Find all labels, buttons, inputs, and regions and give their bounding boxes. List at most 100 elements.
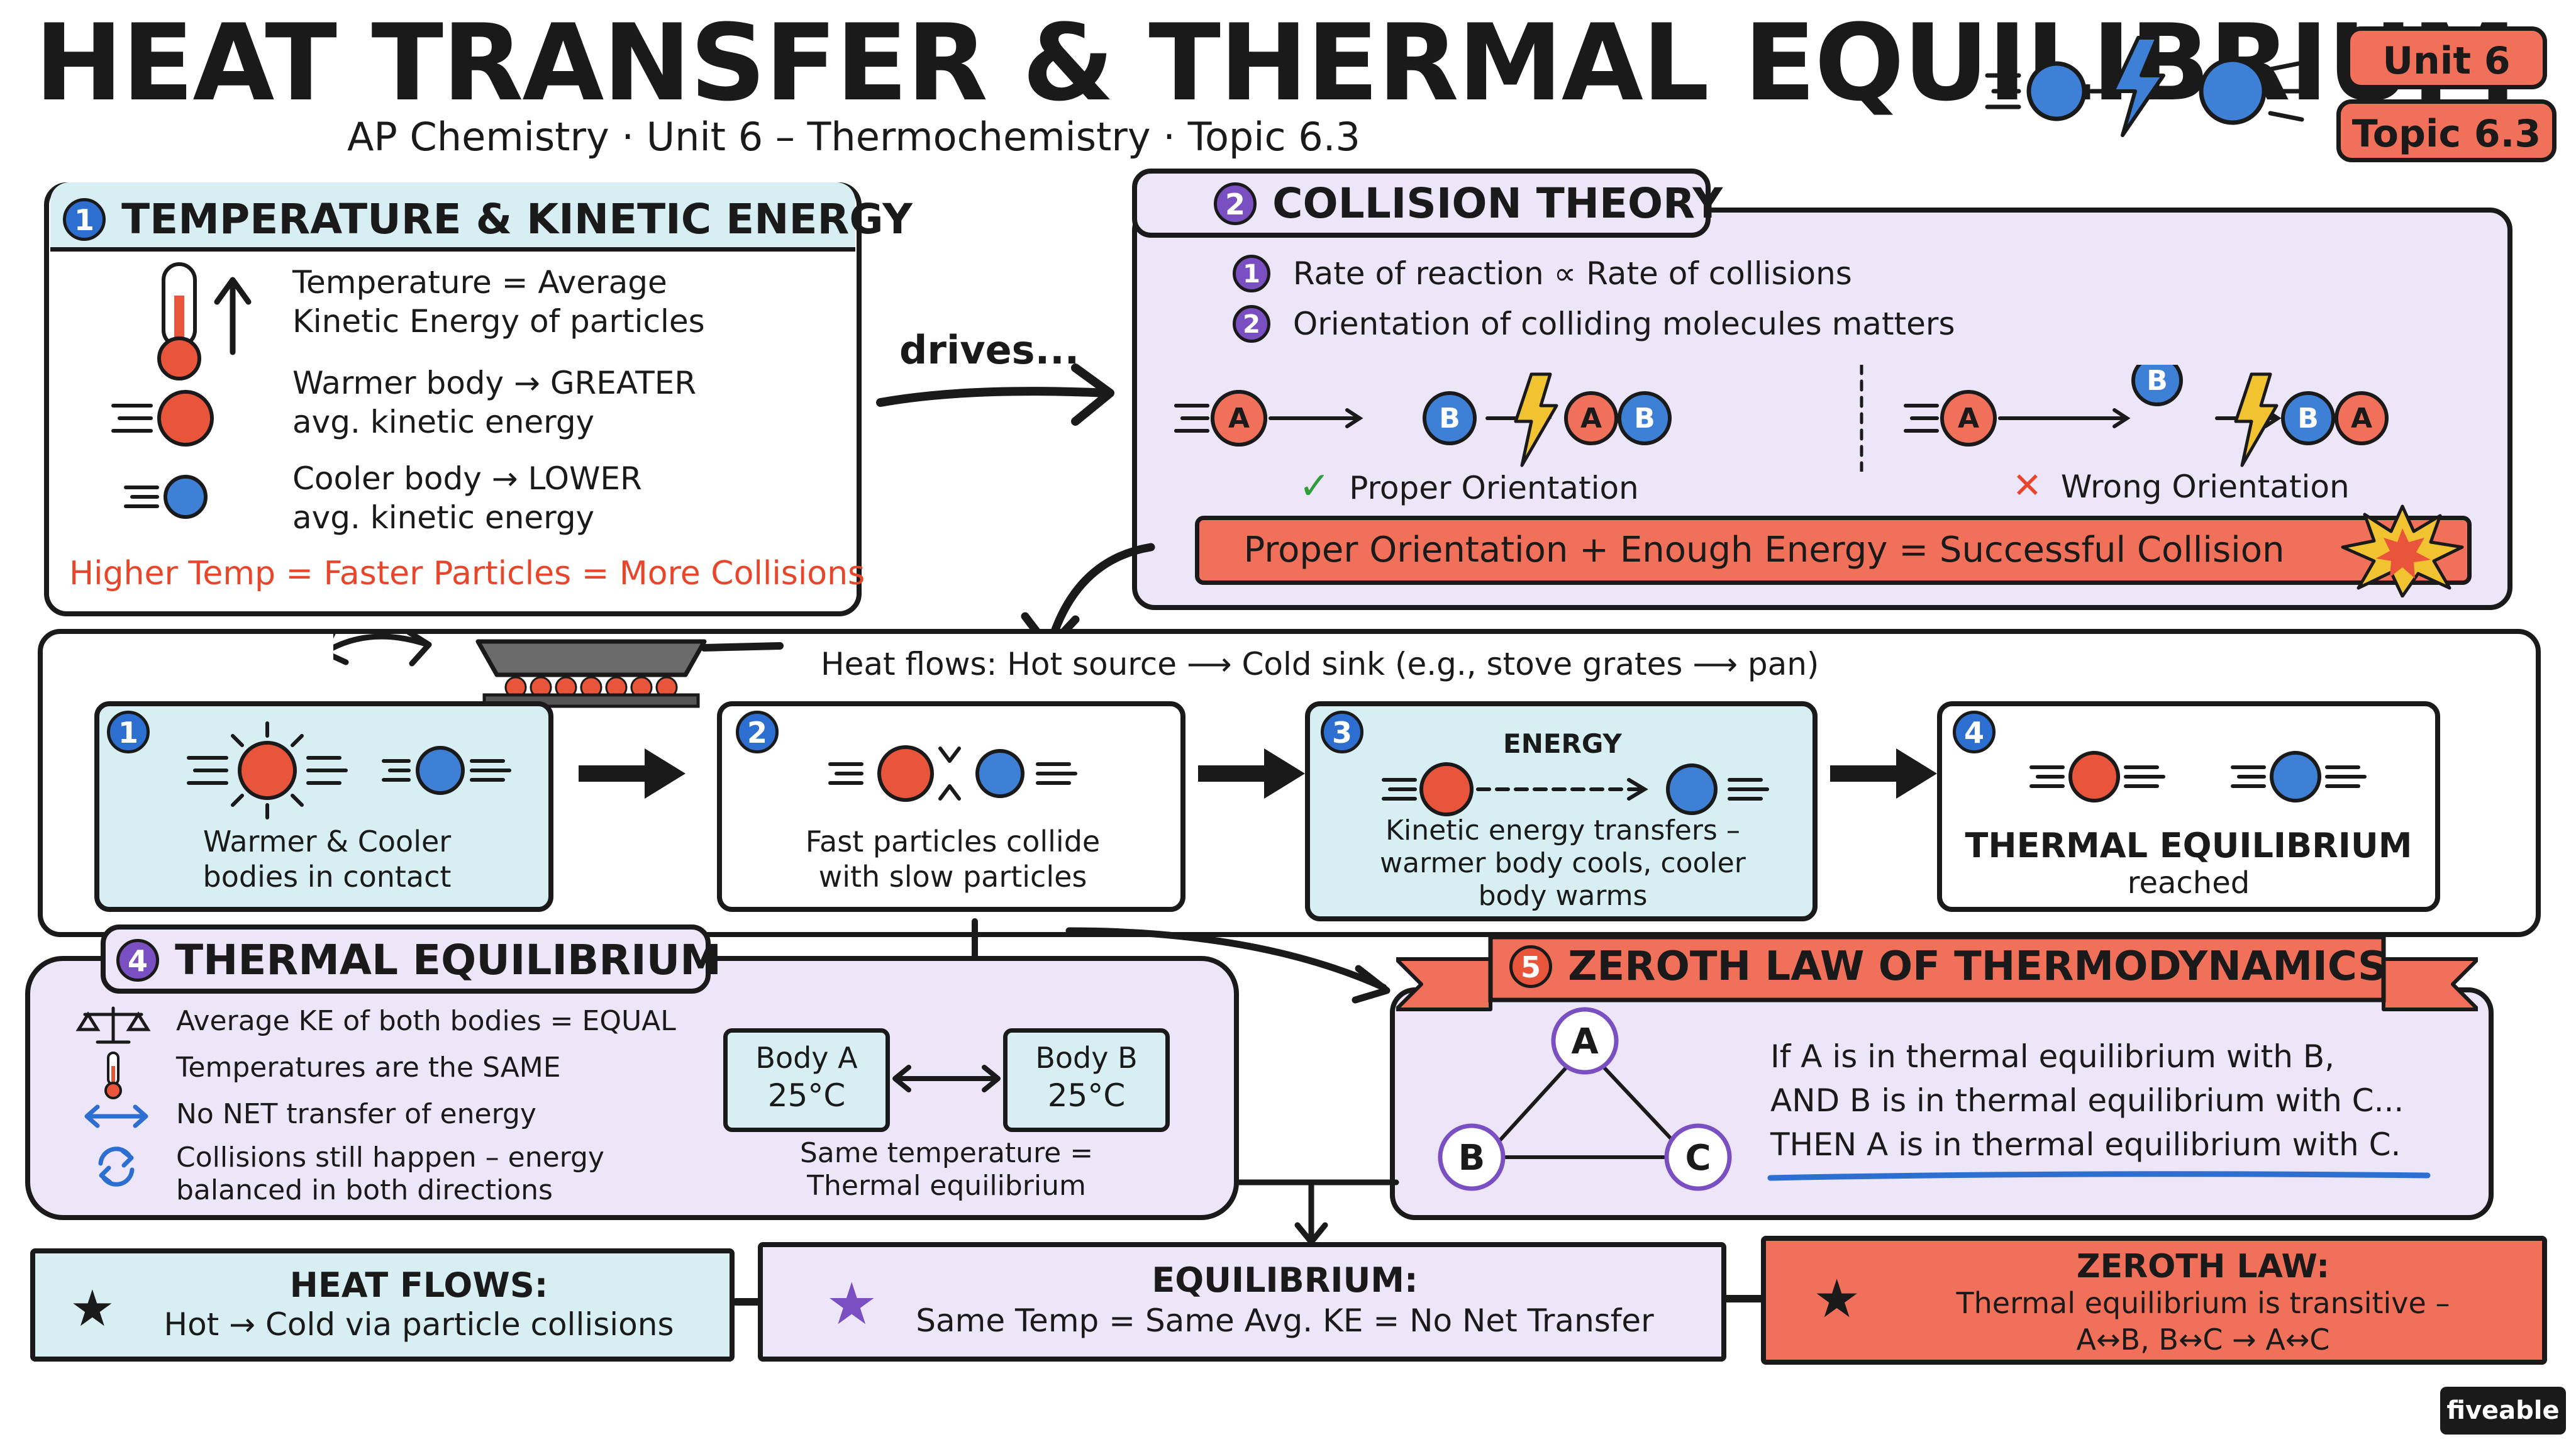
flow-step-4 xyxy=(1937,701,2440,912)
eq-item-4-line2: balanced in both directions xyxy=(176,1174,553,1206)
warm-particle-icon xyxy=(111,390,214,447)
zeroth-title: ZEROTH LAW: xyxy=(2076,1248,2330,1285)
step4-line1: THERMAL EQUILIBRIUM xyxy=(1965,826,2412,865)
unit-badge: Unit 6 xyxy=(2346,26,2547,89)
bodies-exchange-arrow xyxy=(892,1065,1001,1092)
body-b-box: Body B 25°C xyxy=(1003,1028,1170,1132)
colliding-particles-icon xyxy=(1985,36,2307,137)
particle-b-label: B xyxy=(2146,365,2168,397)
warmer-body-text: Warmer body → GREATER avg. kinetic energ… xyxy=(292,364,696,441)
zeroth-law-statement: If A is in thermal equilibrium with B, A… xyxy=(1770,1035,2404,1167)
equilibrium-title: EQUILIBRIUM: xyxy=(1152,1260,1418,1300)
zeroth-line3: THEN A is in thermal equilibrium with C. xyxy=(1770,1126,2401,1163)
step3-line1: Kinetic energy transfers – xyxy=(1385,814,1740,847)
step2-line1: Fast particles collide xyxy=(805,824,1101,858)
particle-b-label: B xyxy=(1439,402,1460,435)
equilibrium-particles-icon xyxy=(2029,751,2367,802)
step3-line2: warmer body cools, cooler xyxy=(1380,847,1746,879)
zeroth-text1: Thermal equilibrium is transitive – xyxy=(1956,1286,2450,1320)
particle-a-label: A xyxy=(1580,402,1602,435)
thermometer-icon xyxy=(104,1052,122,1099)
cooler-body-text: Cooler body → LOWER avg. kinetic energy xyxy=(292,459,642,537)
panel1-title: TEMPERATURE & KINETIC ENERGY xyxy=(121,195,913,243)
proper-orientation-label: ✓ Proper Orientation xyxy=(1299,467,1639,508)
summary-zeroth-law: ★ ZEROTH LAW: Thermal equilibrium is tra… xyxy=(1761,1236,2547,1365)
body-a-box: Body A 25°C xyxy=(723,1028,890,1132)
explosion-icon xyxy=(2341,504,2464,597)
successful-collision-banner: Proper Orientation + Enough Energy = Suc… xyxy=(1195,516,2472,585)
temperature-line1: Temperature = Average xyxy=(292,264,667,301)
node-b-label: B xyxy=(1458,1138,1485,1179)
check-icon: ✓ xyxy=(1299,464,1331,508)
flow-step-1 xyxy=(94,701,553,912)
step-arrow-3 xyxy=(1830,748,1937,799)
zeroth-line1: If A is in thermal equilibrium with B, xyxy=(1770,1038,2335,1075)
cool-particle-icon xyxy=(124,475,208,519)
fast-slow-collision-icon xyxy=(828,745,1077,802)
energy-transfer-icon xyxy=(1382,762,1769,816)
body-a-label: Body A xyxy=(755,1041,858,1075)
zeroth-law-ribbon xyxy=(1396,935,2478,1011)
heat-flows-title: HEAT FLOWS: xyxy=(289,1265,548,1305)
collision-diagrams: A B A B A B B A xyxy=(1174,365,2389,472)
node-a-label: A xyxy=(1571,1021,1599,1062)
star-icon: ★ xyxy=(1813,1268,1861,1330)
panel2-header: 2 COLLISION THEORY xyxy=(1214,179,1723,228)
banner-text: Proper Orientation + Enough Energy = Suc… xyxy=(1243,530,2285,570)
panel2-title-tab xyxy=(1132,169,1711,238)
step2-number: 2 xyxy=(736,711,779,753)
warm-cool-contact-icon xyxy=(187,721,511,819)
panel2-title: COLLISION THEORY xyxy=(1272,179,1723,228)
panel1-title-tab xyxy=(50,182,855,252)
eq-item-3: No NET transfer of energy xyxy=(176,1098,536,1130)
collision-point-2: 2 Orientation of colliding molecules mat… xyxy=(1233,302,1955,343)
step4-number: 4 xyxy=(1953,711,1996,753)
summary-connectors xyxy=(1236,1179,1399,1245)
point1-number: 1 xyxy=(1233,254,1270,292)
body-b-temp: 25°C xyxy=(1047,1077,1126,1114)
point2-number: 2 xyxy=(1233,304,1270,343)
panel4-header: 4 THERMAL EQUILIBRIUM xyxy=(116,936,721,984)
particle-a-label: A xyxy=(1228,402,1250,435)
cooler-line2: avg. kinetic energy xyxy=(292,499,595,536)
step2-line2: with slow particles xyxy=(818,860,1087,894)
temperature-line2: Kinetic Energy of particles xyxy=(292,303,705,340)
step-arrow-1 xyxy=(579,748,686,799)
cooler-line1: Cooler body → LOWER xyxy=(292,460,642,497)
body-a-temp: 25°C xyxy=(767,1077,846,1114)
temperature-kinetic-energy-panel xyxy=(44,182,862,616)
panel4-title: THERMAL EQUILIBRIUM xyxy=(175,936,721,984)
point2-text: Orientation of colliding molecules matte… xyxy=(1292,305,1955,342)
eq-item-4: Collisions still happen – energy balance… xyxy=(176,1141,604,1207)
panel4-title-tab xyxy=(101,924,711,994)
particle-a-label: A xyxy=(1958,402,1979,435)
collision-point-1: 1 Rate of reaction ∝ Rate of collisions xyxy=(1233,252,1852,293)
panel4-number: 4 xyxy=(116,938,159,982)
step1-number: 1 xyxy=(107,711,150,753)
zeroth-underline xyxy=(1767,1171,2431,1181)
particle-b-label: B xyxy=(2297,402,2319,435)
equilibrium-text: Same Temp = Same Avg. KE = No Net Transf… xyxy=(916,1302,1654,1339)
zeroth-text2: A↔B, B↔C → A↔C xyxy=(2076,1323,2330,1357)
zeroth-line2: AND B is in thermal equilibrium with C..… xyxy=(1770,1082,2404,1119)
heat-flows-text: Hot → Cold via particle collisions xyxy=(164,1306,674,1343)
panel1-footer: Higher Temp = Faster Particles = More Co… xyxy=(69,555,865,592)
stove-pan-icon xyxy=(333,632,784,708)
step-arrow-2 xyxy=(1198,748,1305,799)
eq-item-2: Temperatures are the SAME xyxy=(176,1052,561,1084)
summary-heat-flows: ★ HEAT FLOWS: Hot → Cold via particle co… xyxy=(30,1248,735,1362)
particle-b-label: B xyxy=(1634,402,1655,435)
wrong-text: Wrong Orientation xyxy=(2060,469,2350,505)
step1-text: Warmer & Cooler bodies in contact xyxy=(101,824,553,894)
eq-item-1: Average KE of both bodies = EQUAL xyxy=(176,1005,676,1037)
proper-text: Proper Orientation xyxy=(1349,470,1639,506)
warmer-line2: avg. kinetic energy xyxy=(292,404,595,440)
drives-label: drives... xyxy=(899,327,1080,373)
star-icon: ★ xyxy=(70,1279,115,1338)
node-c-label: C xyxy=(1685,1138,1711,1179)
energy-label: ENERGY xyxy=(1503,728,1622,759)
eq-item-4-line1: Collisions still happen – energy xyxy=(176,1141,604,1174)
panel5-header: 5 ZEROTH LAW OF THERMODYNAMICS xyxy=(1509,943,2387,990)
step4-text: THERMAL EQUILIBRIUM reached xyxy=(1943,827,2434,901)
flow-step-2 xyxy=(717,701,1185,912)
